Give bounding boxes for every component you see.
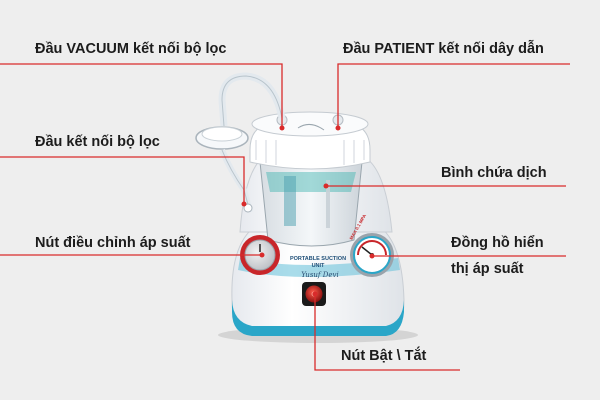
leader-lines [0, 63, 570, 371]
label-gauge-line1: Đồng hồ hiển [451, 235, 544, 251]
leader-patient [337, 63, 570, 128]
jar-lid [249, 111, 371, 170]
brand-text: Yusuf Devi [301, 271, 338, 279]
filter-assembly [195, 72, 286, 213]
fluid-jar [259, 161, 363, 247]
label-power-switch: Nút Bật \ Tắt [341, 348, 427, 364]
label-pressure-knob: Nút điều chỉnh áp suất [35, 235, 191, 251]
label-filter-connector: Đầu kết nối bộ lọc [35, 134, 160, 150]
leader-dots [241, 125, 375, 297]
leader-vacuum [0, 63, 283, 128]
model-text-line2: UNIT [312, 263, 325, 269]
base-stripe [232, 300, 404, 336]
label-vacuum-port: Đầu VACUUM kết nối bộ lọc [35, 41, 227, 57]
leader-switch [314, 294, 460, 371]
model-text-line1: PORTABLE SUCTION [290, 256, 346, 262]
leader-filter [0, 156, 245, 204]
label-gauge-line2: thị áp suất [451, 261, 524, 277]
label-fluid-jar: Bình chứa dịch [441, 165, 547, 181]
label-patient-port: Đầu PATIENT kết nối dây dẫn [343, 41, 544, 57]
